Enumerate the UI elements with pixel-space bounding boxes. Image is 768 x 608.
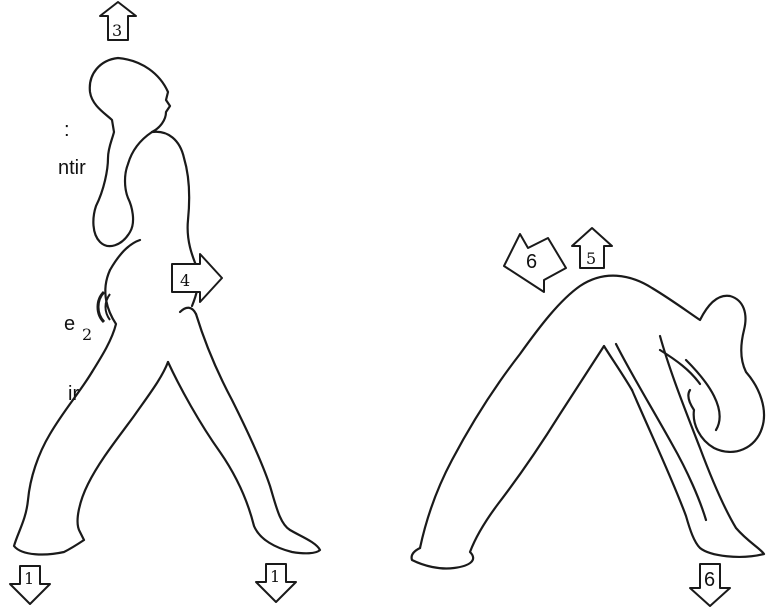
label-4: 4: [180, 271, 190, 290]
diagonal-arrow: 6: [504, 234, 566, 292]
label-6-down: 6: [704, 569, 715, 591]
down-arrow-left-foot: 1: [10, 566, 50, 604]
back-curve-mark: 2: [82, 292, 110, 344]
label-1-left: 1: [24, 569, 34, 588]
up-arrow-back: 5: [572, 228, 612, 268]
label-1-right: 1: [270, 567, 280, 586]
up-arrow-head: 3: [100, 2, 136, 40]
forward-fold-figure: [412, 276, 764, 569]
down-arrow-right-foot: 1: [256, 564, 296, 602]
walking-figure: [14, 58, 320, 554]
label-2: 2: [82, 325, 92, 344]
hip-arrow: 4: [172, 254, 222, 302]
label-3: 3: [112, 21, 122, 40]
label-5: 5: [586, 249, 596, 268]
label-6-diag: 6: [526, 251, 537, 273]
down-arrow-hand: 6: [690, 564, 730, 606]
